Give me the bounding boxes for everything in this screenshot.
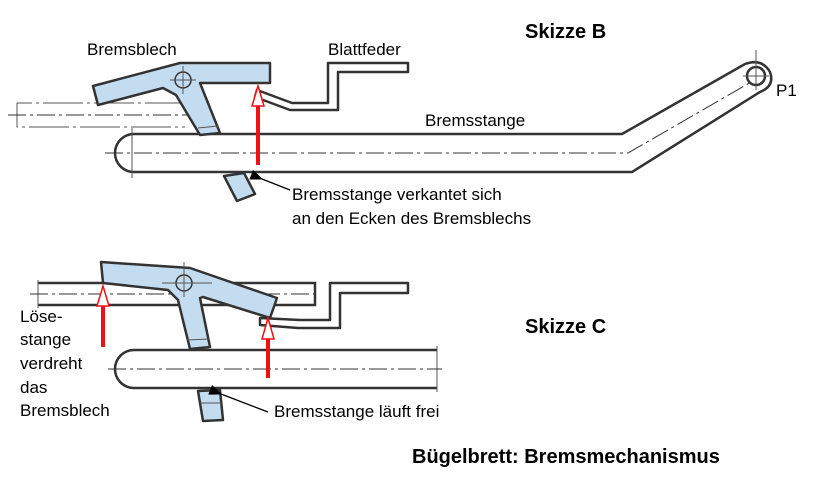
sketch-b-title: Skizze B	[525, 21, 606, 43]
note-left-3: verdreht	[20, 354, 83, 373]
sketch-c: Skizze C Löse- stange verdreht das Brems…	[20, 260, 606, 423]
force-arrow-left	[95, 283, 111, 347]
label-blattfeder: Blattfeder	[328, 40, 401, 59]
note-left-4: das	[20, 378, 47, 397]
brake-plate	[91, 61, 272, 137]
brake-rod	[113, 61, 773, 174]
caption: Bügelbrett: Bremsmechanismus	[412, 446, 720, 468]
pivot-p1	[743, 50, 769, 90]
sketch-b: Skizze B Bremsblech Blattfeder Bremsstan…	[8, 21, 797, 228]
note-left-2: stange	[20, 330, 71, 349]
note-b-line2: an den Ecken des Bremsblechs	[292, 209, 531, 228]
note-left-1: Löse-	[20, 307, 63, 326]
label-bremsblech: Bremsblech	[87, 40, 177, 59]
leaf-spring-c	[258, 281, 410, 330]
brake-plate-tab	[222, 171, 257, 203]
note-left-5: Bremsblech	[20, 401, 110, 420]
pivot-icon-c	[162, 262, 212, 297]
brake-plate-tab-c	[196, 388, 225, 423]
sketch-c-title: Skizze C	[525, 316, 606, 338]
ghost-release-rod	[8, 102, 190, 128]
leaf-spring	[253, 61, 410, 112]
label-p1: P1	[776, 81, 797, 100]
note-right: Bremsstange läuft frei	[274, 402, 439, 421]
note-b-line1: Bremsstange verkantet sich	[292, 185, 502, 204]
label-bremsstange: Bremsstange	[425, 111, 525, 130]
force-arrow-right	[261, 315, 275, 378]
force-arrow	[250, 83, 266, 165]
pivot-icon	[170, 66, 196, 94]
brake-plate-c	[99, 260, 279, 351]
